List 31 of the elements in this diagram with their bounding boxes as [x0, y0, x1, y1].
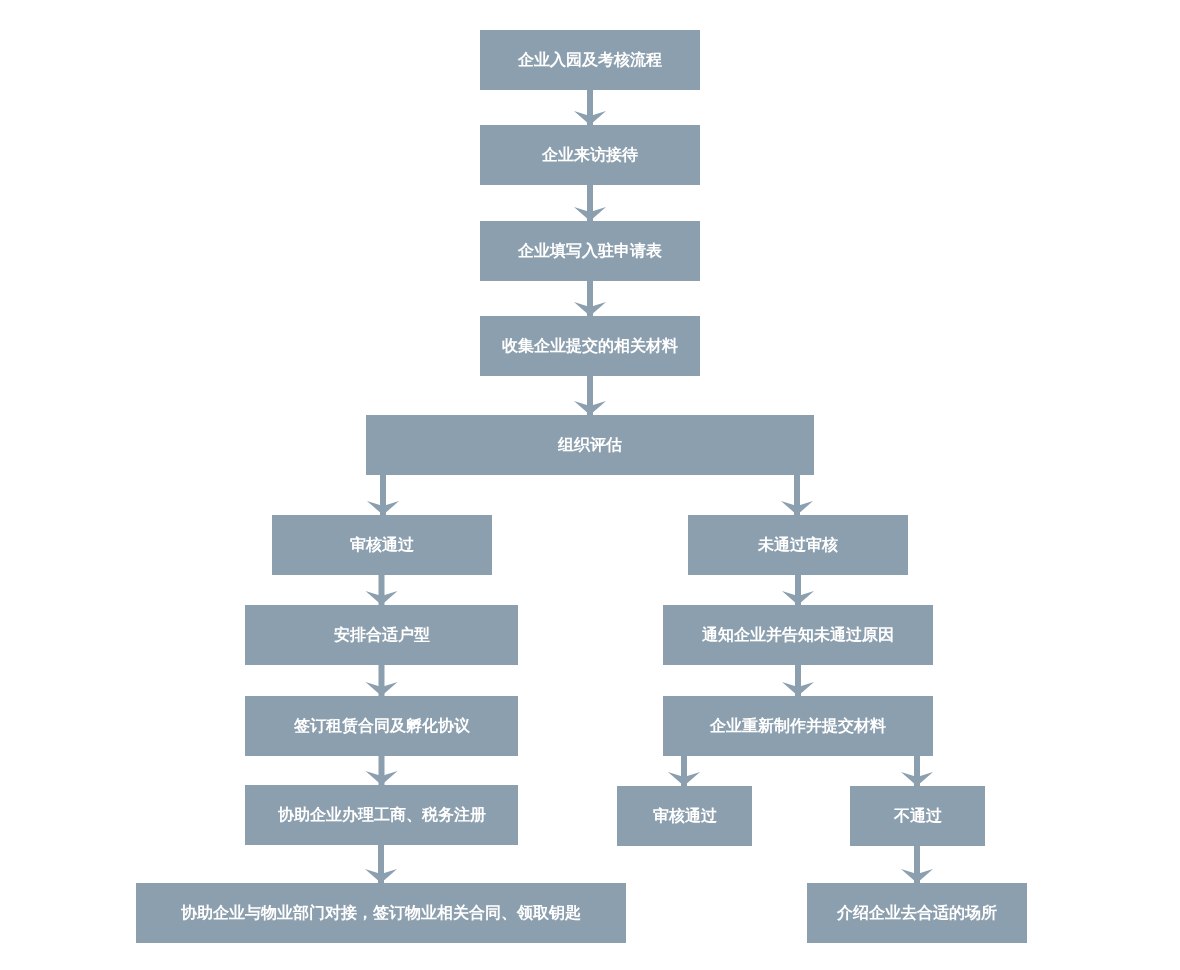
arrow: [574, 90, 606, 125]
process-box: 组织评估: [366, 415, 814, 475]
arrow: [574, 376, 606, 415]
arrow: [782, 575, 814, 605]
arrow: [574, 281, 606, 316]
process-box: 协助企业与物业部门对接，签订物业相关合同、领取钥匙: [136, 883, 626, 943]
process-box: 收集企业提交的相关材料: [480, 316, 700, 376]
arrow: [781, 475, 813, 515]
arrow: [365, 665, 398, 696]
process-box: 协助企业办理工商、税务注册: [245, 785, 518, 845]
arrow: [365, 756, 398, 785]
arrow: [365, 575, 398, 605]
process-box: 不通过: [850, 786, 985, 846]
arrow: [365, 845, 397, 883]
arrow: [901, 846, 933, 883]
arrow: [574, 185, 606, 221]
arrow: [782, 665, 814, 696]
process-box: 安排合适户型: [245, 605, 518, 665]
process-box: 企业填写入驻申请表: [480, 221, 700, 281]
arrow: [901, 756, 933, 786]
arrow: [668, 756, 700, 786]
process-box: 签订租赁合同及孵化协议: [245, 696, 518, 756]
process-box: 未通过审核: [688, 515, 908, 575]
process-box: 通知企业并告知未通过原因: [663, 605, 933, 665]
process-box: 企业入园及考核流程: [480, 30, 700, 90]
process-box: 企业重新制作并提交材料: [663, 696, 933, 756]
process-box: 审核通过: [272, 515, 492, 575]
arrow: [367, 475, 399, 515]
process-box: 审核通过: [617, 786, 752, 846]
process-box: 介绍企业去合适的场所: [807, 883, 1027, 943]
process-box: 企业来访接待: [480, 125, 700, 185]
